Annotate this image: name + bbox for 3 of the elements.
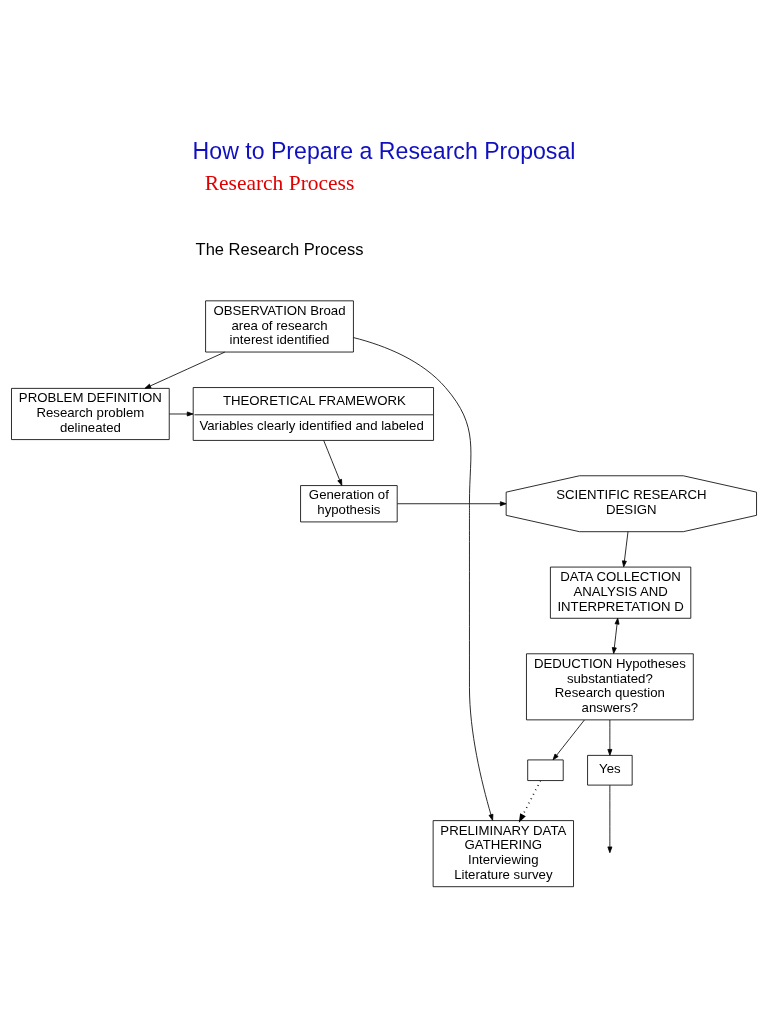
label: The Research Process (195, 239, 364, 258)
diagram-title: How to Prepare a Research Proposal (192, 138, 576, 165)
label: Research Process (204, 171, 355, 195)
